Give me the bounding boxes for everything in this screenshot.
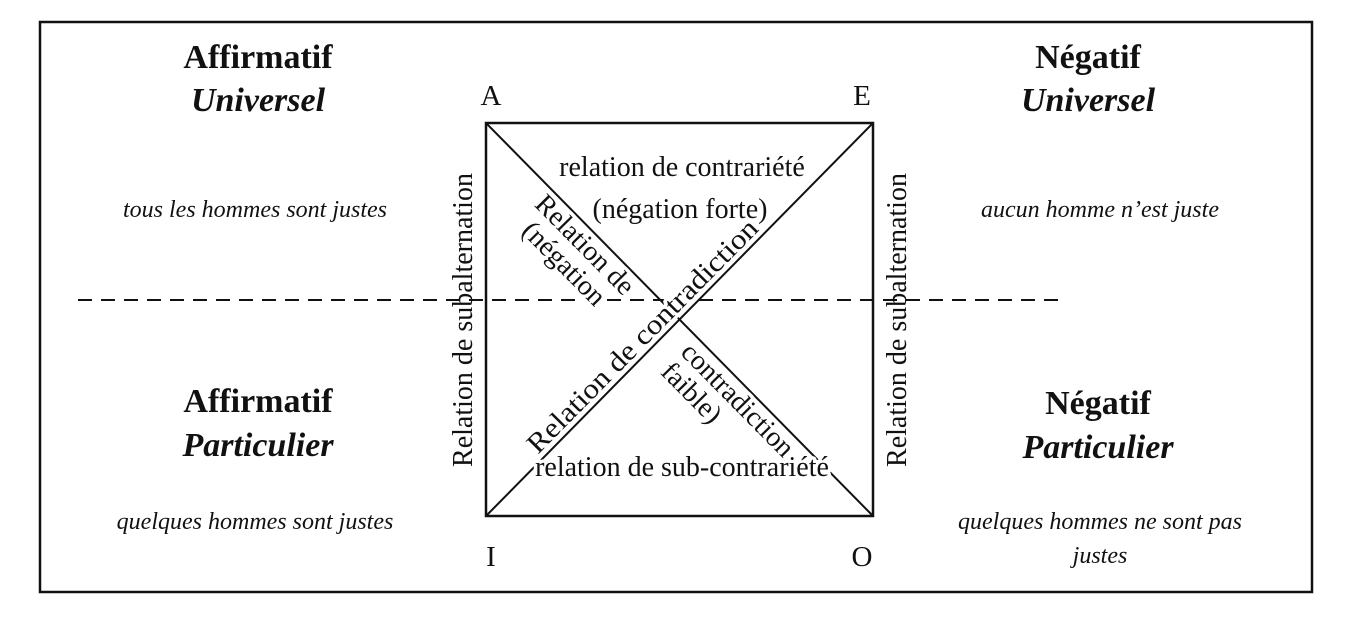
top-left-title: Affirmatif [183, 39, 333, 76]
top-left-subtitle: Universel [191, 82, 326, 119]
bottom-right-example-line1: quelques hommes ne sont pas [958, 509, 1242, 535]
subalternation-right-label: Relation de subalternation [882, 173, 913, 467]
outer-frame [38, 20, 1314, 594]
bottom-right-title: Négatif [1045, 385, 1151, 422]
corner-i: I [486, 541, 496, 573]
opposition-square [484, 121, 875, 518]
contrariety-label: relation de contrariété [559, 152, 805, 183]
bottom-left-title: Affirmatif [183, 383, 333, 420]
diagonal-i-e [485, 122, 874, 517]
bottom-right-example-line2: justes [1070, 543, 1128, 569]
bottom-left-subtitle: Particulier [181, 427, 334, 464]
subcontrariety-label: relation de sub-contrariété [535, 452, 829, 483]
corner-a: A [481, 80, 502, 112]
bottom-right-subtitle: Particulier [1021, 429, 1174, 466]
corner-o: O [852, 541, 873, 573]
contrariety-note: (négation forte) [593, 194, 768, 225]
top-right-title: Négatif [1035, 39, 1141, 76]
top-right-example: aucun homme n’est juste [981, 197, 1219, 223]
subalternation-left-label: Relation de subalternation [448, 173, 479, 467]
top-left-example: tous les hommes sont justes [123, 197, 387, 223]
corner-e: E [853, 80, 871, 112]
top-right-subtitle: Universel [1021, 82, 1156, 119]
bottom-left-example: quelques hommes sont justes [117, 509, 394, 535]
